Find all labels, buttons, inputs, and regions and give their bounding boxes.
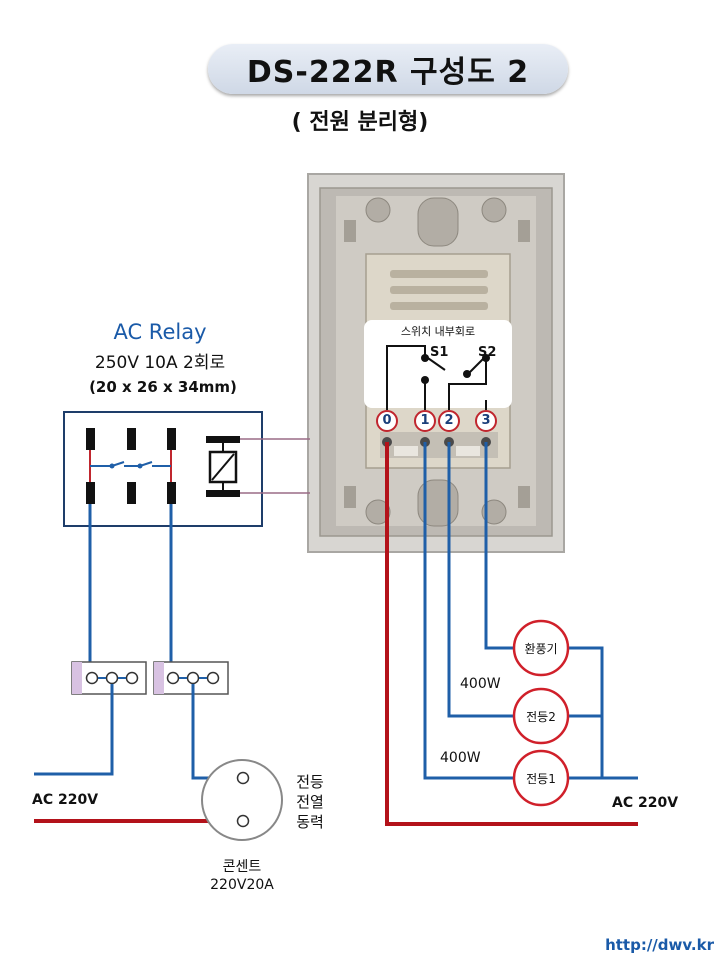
outlet-label-1: 콘센트	[222, 859, 262, 875]
load-fan-label: 환풍기	[524, 642, 558, 656]
switch-contacts	[421, 354, 490, 384]
terminal-0: 0	[382, 413, 392, 428]
load-lamp2-label: 전등2	[526, 710, 556, 724]
relay-spec: 250V 10A 2회로	[94, 353, 226, 373]
relay-title: AC Relay	[113, 320, 207, 344]
terminal-3: 3	[481, 413, 491, 428]
outlet-label-2: 220V20A	[210, 877, 274, 893]
load-circles	[512, 619, 570, 807]
switch-output-wires	[385, 442, 638, 826]
terminal-block-right	[153, 661, 229, 695]
outlet-use-1: 전등	[296, 773, 324, 791]
site-url[interactable]: http://dwv.kr	[605, 936, 714, 954]
supply-right-label: AC 220V	[612, 795, 679, 811]
terminal-badges	[376, 410, 497, 432]
lamp1-power: 400W	[440, 750, 481, 766]
outlet	[201, 759, 283, 841]
terminal-1: 1	[420, 413, 430, 428]
supply-left-label: AC 220V	[32, 792, 99, 808]
terminal-2: 2	[444, 413, 454, 428]
relay-size: (20 x 26 x 34mm)	[89, 378, 237, 396]
lamp2-power: 400W	[460, 676, 501, 692]
terminal-block-left	[71, 661, 147, 695]
relay-wires	[88, 504, 173, 678]
outlet-use-3: 동력	[296, 813, 324, 831]
s2-label: S2	[478, 345, 497, 360]
page-subtitle: ( 전원 분리형)	[291, 110, 429, 135]
load-lamp1-label: 전등1	[526, 772, 556, 786]
outlet-use-2: 전열	[296, 793, 324, 811]
s1-label: S1	[430, 345, 449, 360]
relay-box	[63, 411, 263, 527]
page-title: DS-222R 구성도 2	[208, 44, 568, 94]
switch-circuit-title: 스위치 내부회로	[400, 325, 476, 338]
